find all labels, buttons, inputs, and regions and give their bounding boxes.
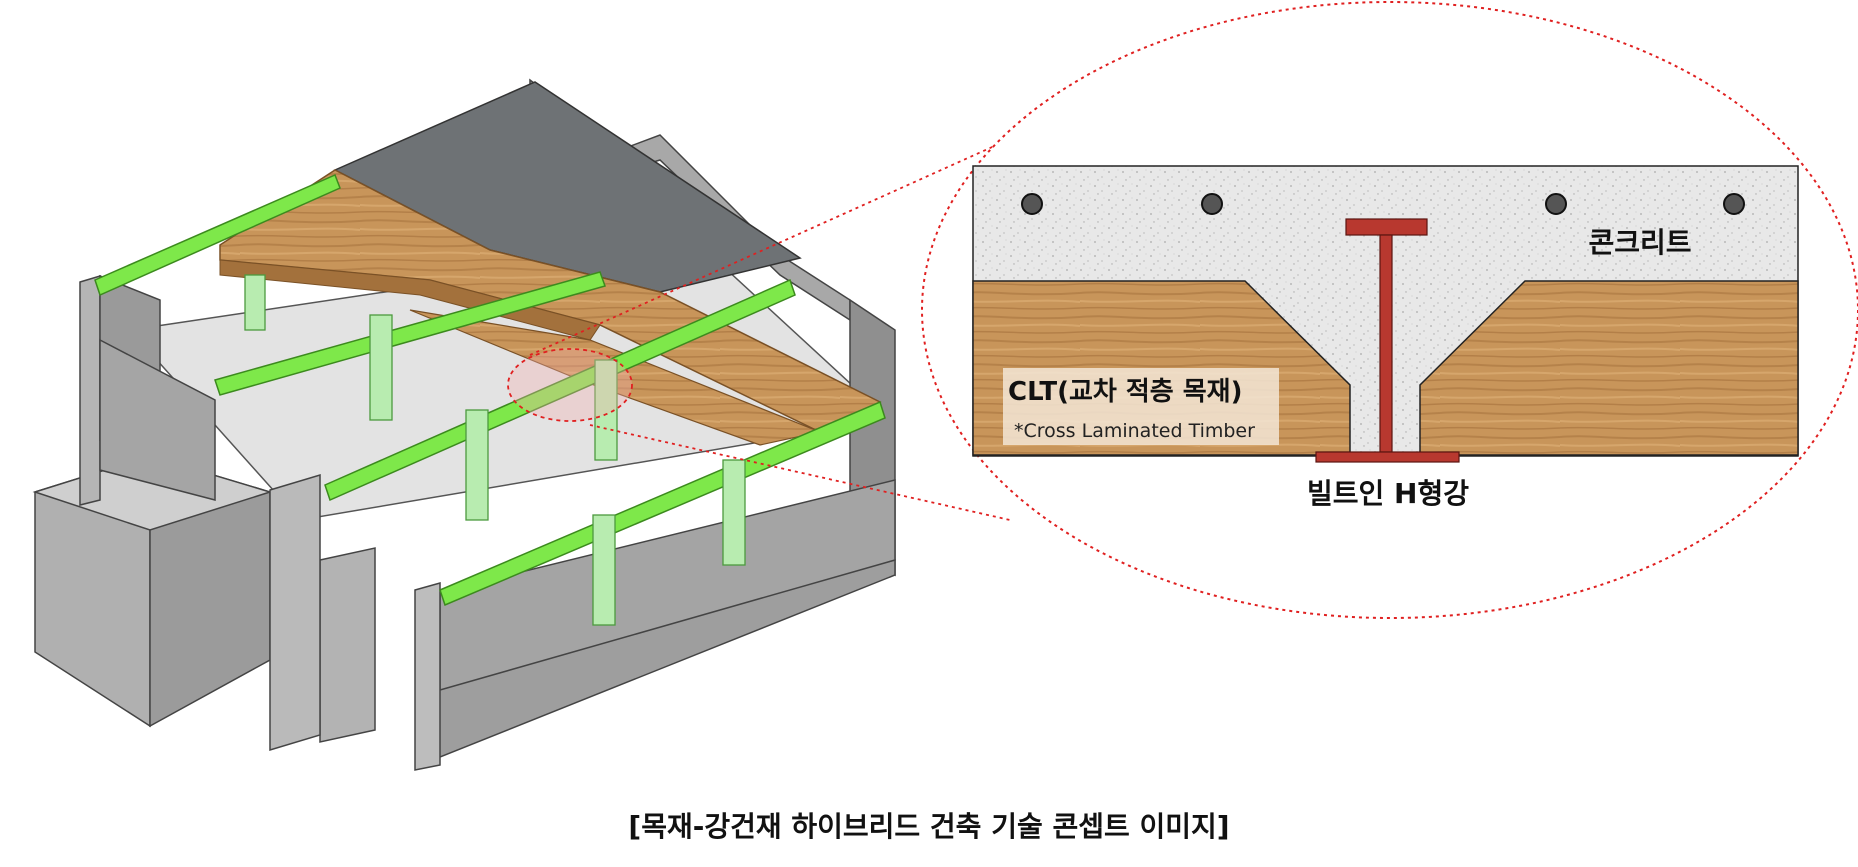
detail-callout-small	[507, 348, 633, 422]
concrete-wall-back-left	[79, 274, 216, 506]
figure-caption: [목재-강건재 하이브리드 건축 기술 콘셉트 이미지]	[628, 810, 1230, 843]
building-model	[32, 78, 896, 771]
steel-beams	[94, 173, 886, 607]
rebars	[1021, 193, 1745, 215]
clt-layer-right	[1419, 280, 1799, 456]
clt-note: *Cross Laminated Timber	[1014, 420, 1255, 442]
detail-section: 콘크리트 CLT(교차 적층 목재) *Cross Laminated Timb…	[921, 1, 1858, 619]
h-beam	[1315, 218, 1460, 463]
concrete-wall-left	[32, 454, 273, 728]
clt-label: CLT(교차 적층 목재)	[1008, 377, 1242, 407]
clt-label-bg	[1003, 368, 1279, 445]
steel-columns	[244, 274, 746, 626]
h-beam-label: 빌트인 H형강	[1307, 477, 1469, 510]
concrete-label: 콘크리트	[1588, 226, 1691, 259]
concrete-wall-front	[269, 473, 896, 771]
callout-leaders	[529, 129, 1031, 521]
